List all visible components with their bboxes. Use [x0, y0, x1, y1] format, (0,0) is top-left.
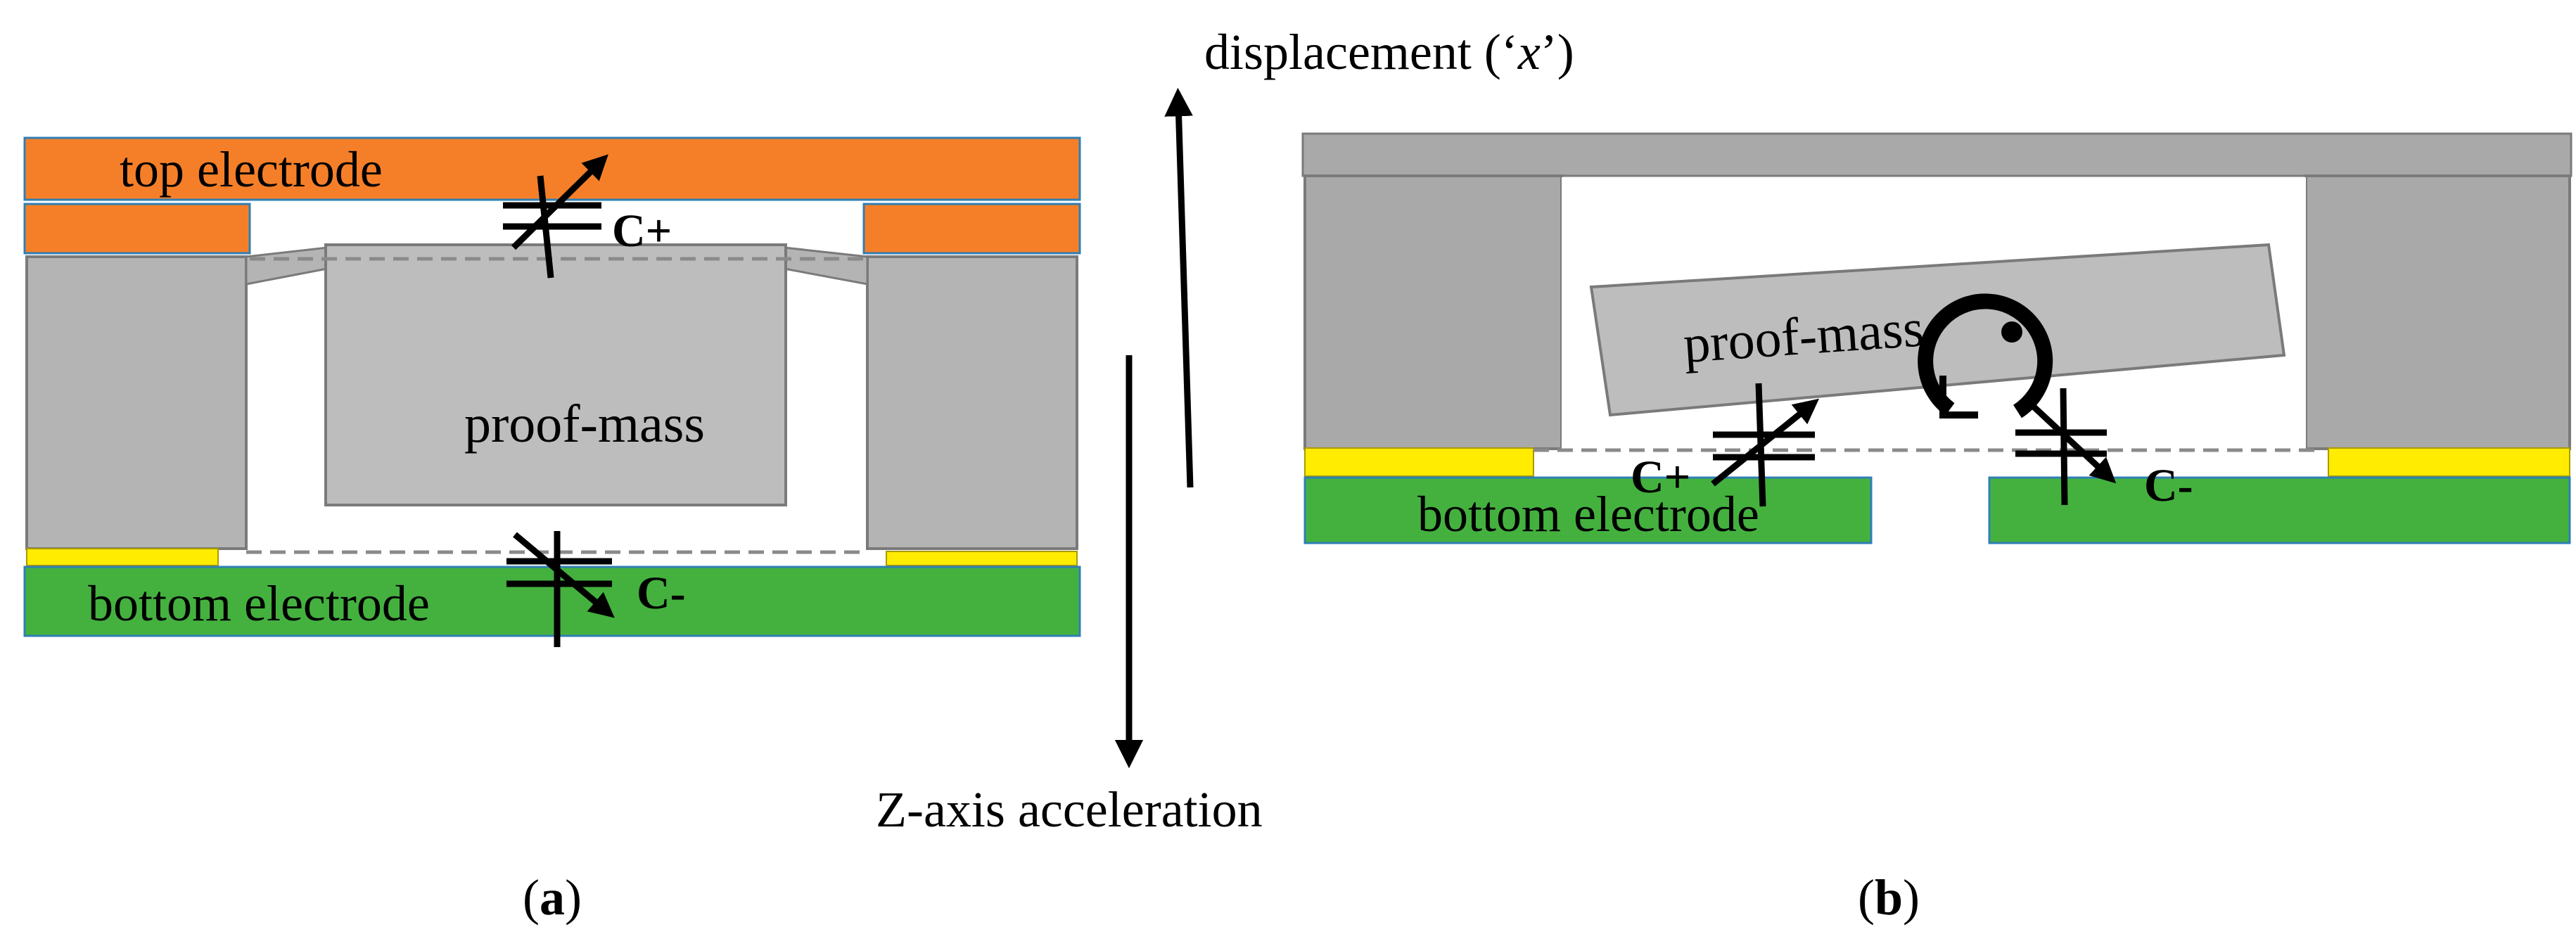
- top-electrode-left-foot: [23, 203, 251, 255]
- frame-right-wall: [2304, 174, 2571, 450]
- right-spring: [783, 246, 869, 286]
- left-spring: [245, 246, 329, 286]
- right-pad: [886, 551, 1078, 566]
- cap-plus-label-a: C+: [612, 205, 672, 257]
- cap-plus-label-b: C+: [1631, 452, 1690, 503]
- frame-top: [1301, 132, 2572, 177]
- displacement-label: displacement (‘x’): [1204, 24, 1574, 80]
- center-arrows: displacement (‘x’) Z-axis acceleration: [876, 24, 1574, 838]
- capacitor-c-plus-b: C+: [1631, 383, 1820, 507]
- acceleration-label: Z-axis acceleration: [876, 781, 1263, 838]
- panel-b: proof-mass bottom electrode C+ C-: [1301, 132, 2572, 544]
- proof-mass-a: [324, 243, 787, 506]
- left-pad-b: [1304, 447, 1534, 477]
- bottom-electrode: [23, 566, 1081, 637]
- bottom-electrode-right-b: [1988, 476, 2571, 544]
- bottom-electrode-left-b: [1303, 476, 1873, 544]
- frame-left-wall: [1303, 174, 1563, 450]
- left-anchor: [25, 255, 248, 550]
- panel-a: top electrode proof-mass bottom electrod…: [23, 136, 1081, 647]
- rotation-icon: [1918, 293, 2053, 419]
- bottom-electrode-label-b: bottom electrode: [1417, 486, 1759, 542]
- cap-minus-label-a: C-: [637, 568, 686, 619]
- top-electrode: [23, 136, 1081, 201]
- displacement-arrow: [1164, 87, 1194, 488]
- capacitor-c-minus-b: C-: [2015, 388, 2193, 511]
- right-pad-b: [2328, 447, 2570, 477]
- proof-mass-label-a: proof-mass: [464, 395, 705, 454]
- right-anchor: [866, 255, 1078, 550]
- top-electrode-label: top electrode: [120, 141, 383, 198]
- left-pad: [26, 548, 219, 566]
- bottom-electrode-label-a: bottom electrode: [88, 575, 430, 632]
- capacitor-c-minus-a: C-: [506, 531, 686, 647]
- capacitor-c-plus-a: C+: [503, 154, 672, 279]
- caption-a: (a): [523, 869, 582, 926]
- caption-b: (b): [1858, 869, 1920, 926]
- cap-minus-label-b: C-: [2144, 460, 2193, 511]
- top-electrode-right-foot: [862, 203, 1081, 255]
